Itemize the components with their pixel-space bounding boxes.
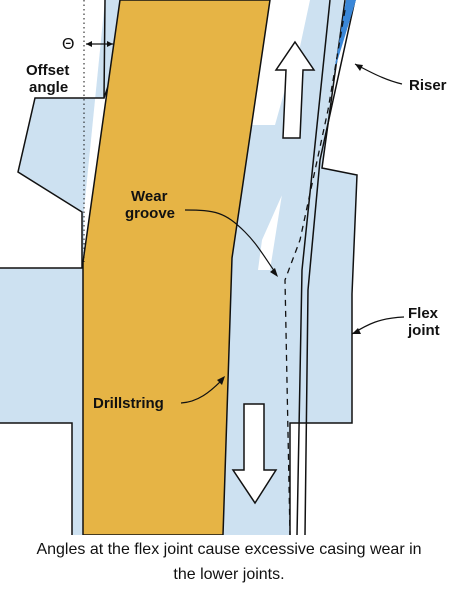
casing-outline <box>0 0 358 535</box>
drillstring-body <box>82 0 271 535</box>
flex-joint-label-line1: Flex <box>408 305 439 322</box>
riser-inner-line <box>296 0 331 535</box>
riser-leader-line <box>354 63 403 85</box>
drillstring-leader-line <box>180 379 223 404</box>
drillstring-leader-arrowhead <box>217 376 225 385</box>
theta-arrowhead-left <box>86 41 92 47</box>
wear-dashed-line <box>284 9 346 535</box>
flex-joint-label-line2: joint <box>408 322 440 339</box>
riser-highlight <box>334 0 356 72</box>
caption-line1: Angles at the flex joint cause excessive… <box>36 541 422 558</box>
figure-caption: Angles at the flex joint cause excessive… <box>0 535 458 590</box>
theta-label: Θ <box>62 36 75 53</box>
offset-angle-label-line2: angle <box>29 79 69 96</box>
riser-wall-line <box>304 0 356 535</box>
wear-groove-label-line1: Wear <box>131 188 168 205</box>
wear-groove-leader-line <box>184 209 276 273</box>
riser-leader-arrowhead <box>355 64 363 71</box>
wear-groove-label-line2: groove <box>125 205 176 222</box>
up-flow-arrow <box>274 40 316 139</box>
down-flow-arrow <box>231 403 278 505</box>
riser-label: Riser <box>409 77 447 94</box>
theta-arrowhead-right <box>107 41 113 47</box>
drillstring-label: Drillstring <box>93 395 164 412</box>
wear-groove-leader-arrowhead <box>270 268 278 277</box>
offset-angle-label-line1: Offset <box>26 62 70 79</box>
flex-joint-leader-line <box>351 316 405 335</box>
flex-joint-leader-arrowhead <box>352 328 361 334</box>
caption-line2: the lower joints. <box>173 566 285 583</box>
flex-joint-diagram <box>0 0 405 535</box>
